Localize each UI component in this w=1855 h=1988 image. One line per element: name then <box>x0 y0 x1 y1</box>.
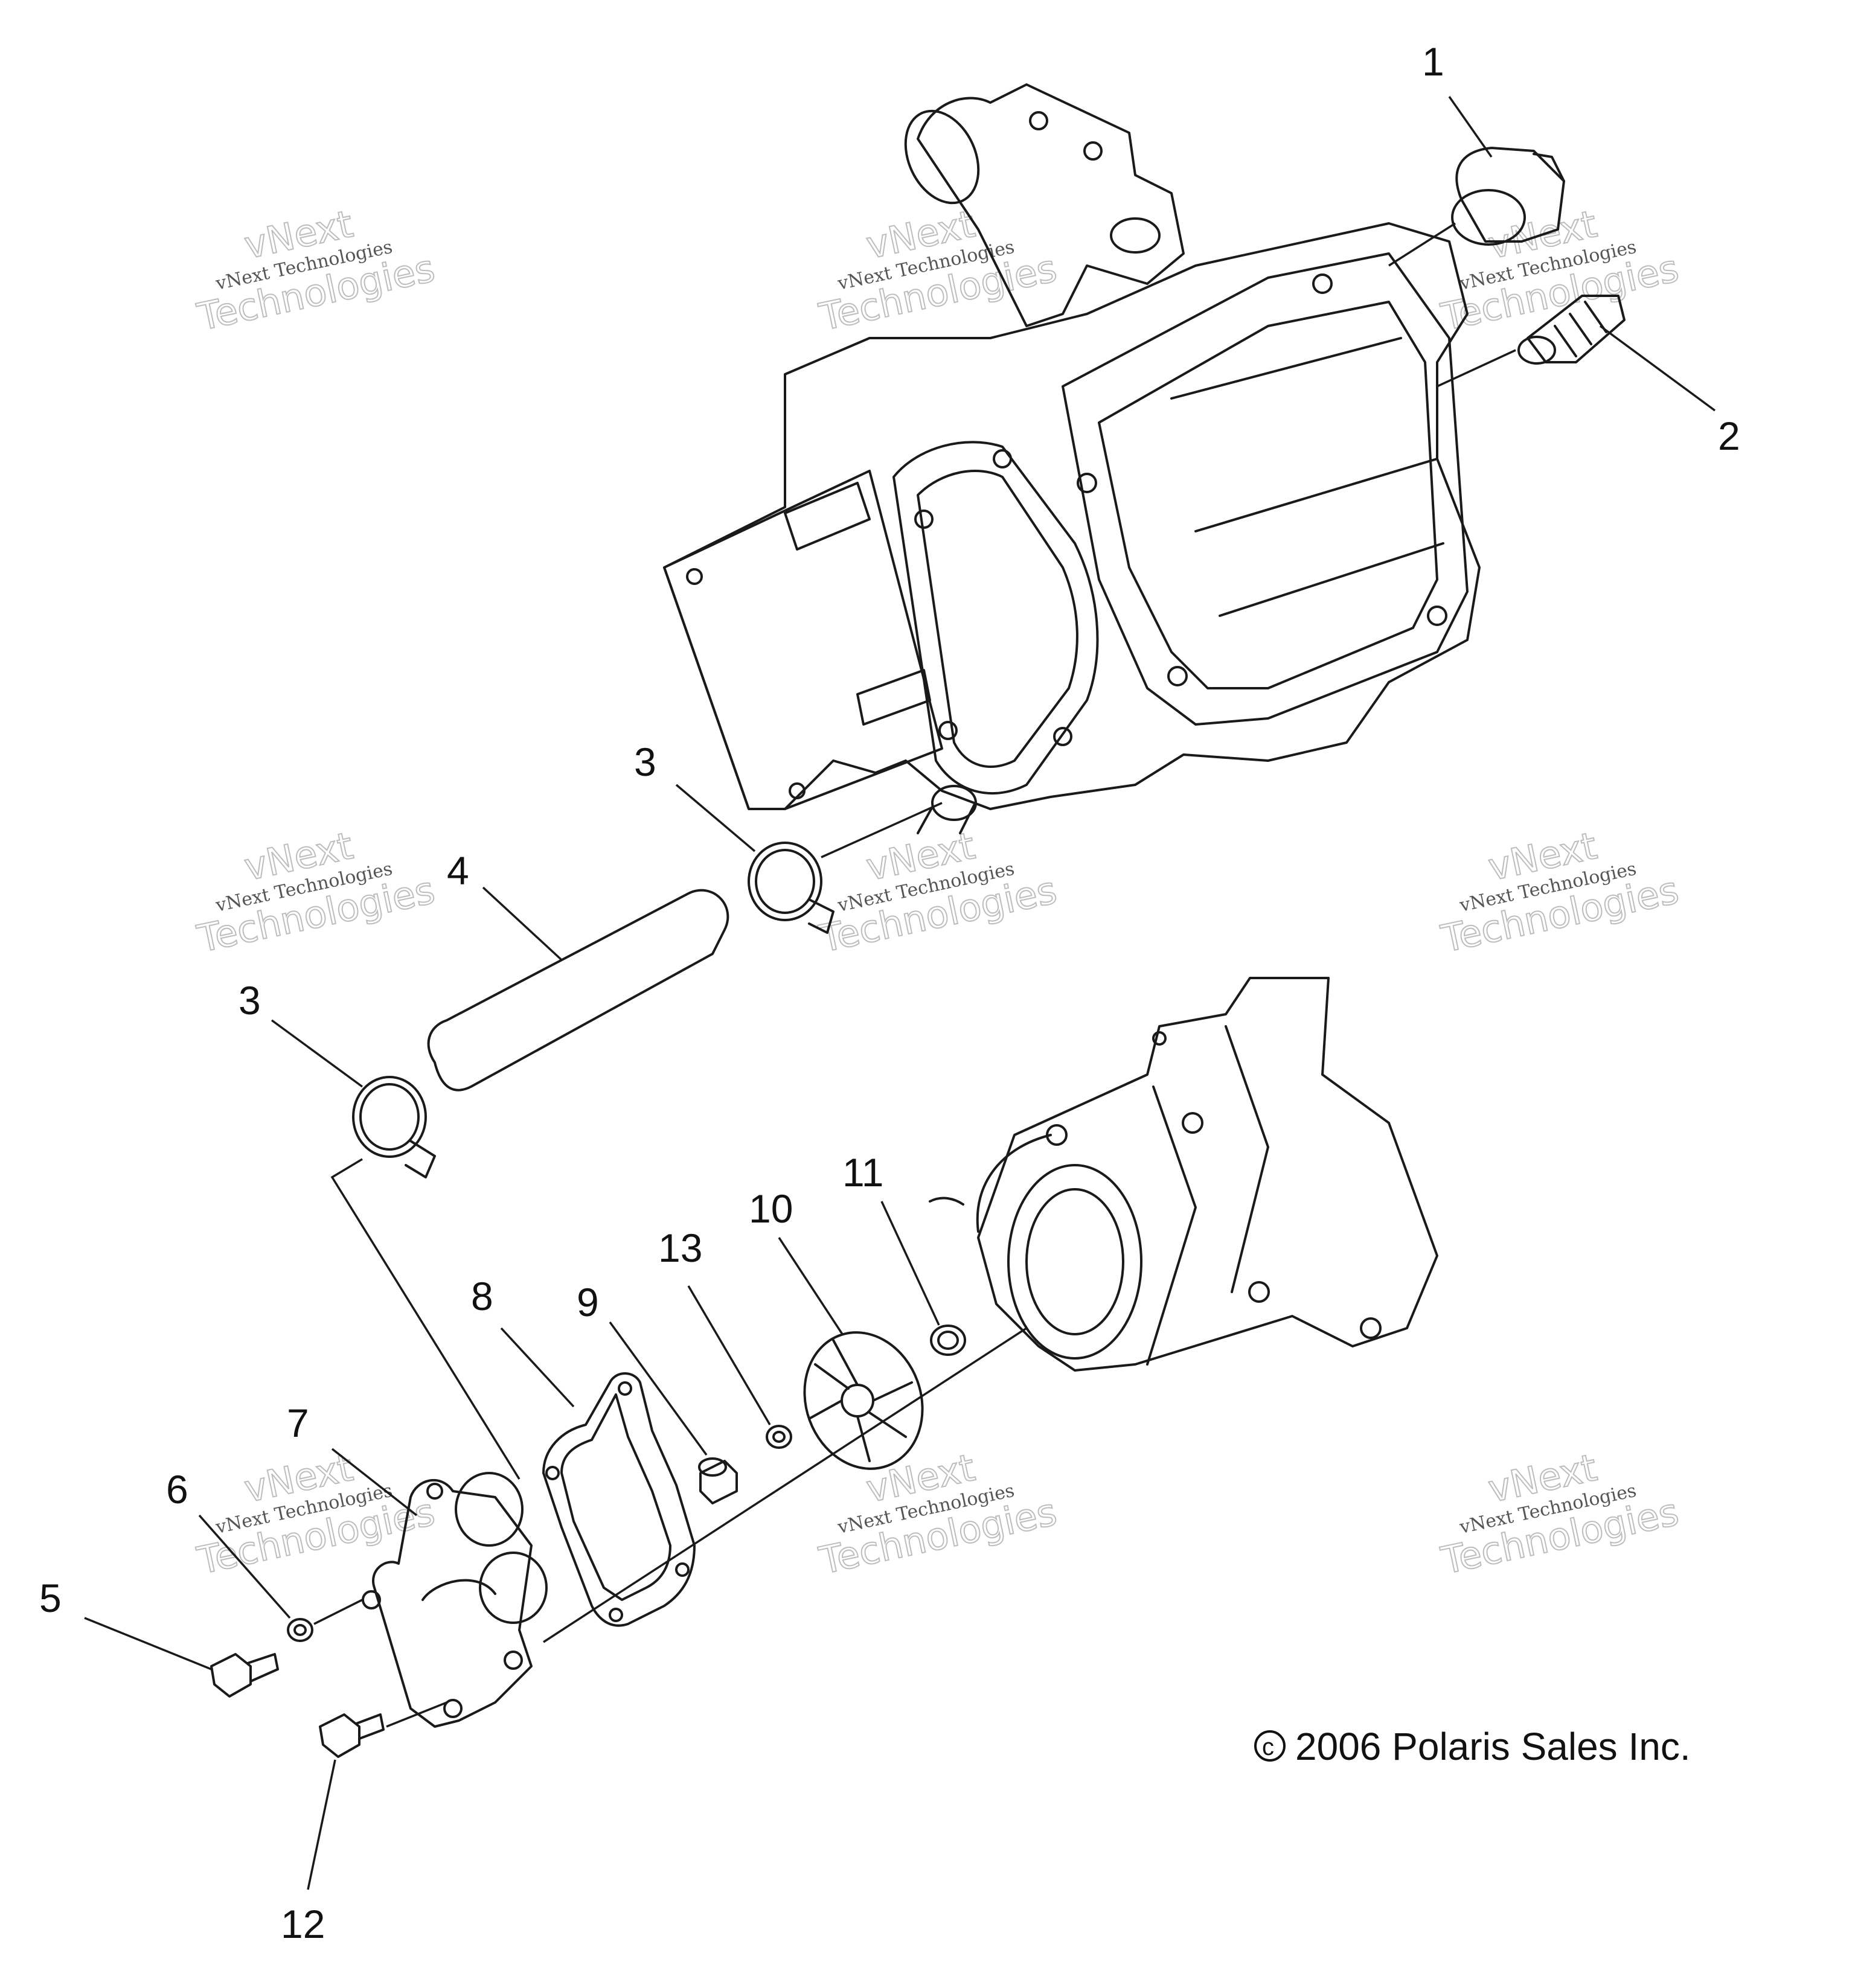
part-1-thermostat <box>1451 147 1565 246</box>
watermark-1: vNext Technologies vNext Technologies <box>193 201 439 340</box>
leader-3b <box>271 1019 364 1088</box>
callout-2: 2 <box>1718 414 1740 458</box>
clamp-3-lower <box>352 1076 436 1178</box>
leader-10 <box>778 1237 844 1335</box>
assembly-axis <box>543 1327 1027 1643</box>
part-10-impeller <box>803 1331 924 1470</box>
part-13-washer <box>766 1425 792 1449</box>
part-12-bolt <box>319 1713 385 1758</box>
cylinder-head-assembly <box>663 83 1481 834</box>
leader-9 <box>609 1321 708 1456</box>
part-8-gasket <box>542 1372 696 1627</box>
leader-5 <box>84 1617 212 1670</box>
callout-11: 11 <box>842 1150 884 1195</box>
leader-2 <box>1599 325 1716 412</box>
part-6-oring <box>287 1618 313 1642</box>
callout-12: 12 <box>281 1902 325 1946</box>
callout-3b: 3 <box>239 978 261 1023</box>
leader-11 <box>880 1201 940 1326</box>
callout-9: 9 <box>577 1280 599 1325</box>
leader-3b-pipe <box>330 1158 521 1480</box>
leader-1-axis <box>1388 222 1456 267</box>
callout-3a: 3 <box>634 740 656 784</box>
watermark-6: vNext Technologies vNext Technologies <box>1437 823 1683 962</box>
copyright-text: 2006 Polaris Sales Inc. <box>1295 1725 1691 1768</box>
callout-5: 5 <box>39 1576 62 1620</box>
part-7-pump-cover <box>362 1472 548 1728</box>
clamp-3-upper <box>748 842 835 934</box>
copyright-symbol: c <box>1262 1734 1274 1760</box>
callout-8: 8 <box>471 1274 493 1318</box>
callout-13: 13 <box>658 1226 702 1270</box>
watermark-4: vNext Technologies vNext Technologies <box>193 823 439 962</box>
part-9-plug <box>698 1457 738 1504</box>
watermark-3: vNext Technologies vNext Technologies <box>1437 201 1683 340</box>
leader-lines <box>84 95 1716 1890</box>
callout-4: 4 <box>447 848 469 893</box>
watermarks: vNext Technologies vNext Technologies vN… <box>193 201 1683 1584</box>
leader-6-axis <box>313 1599 363 1625</box>
leader-13 <box>687 1285 771 1425</box>
leader-1 <box>1448 95 1493 158</box>
callout-7: 7 <box>287 1401 309 1445</box>
copyright-circle-icon <box>1254 1730 1286 1762</box>
leader-3a-axis <box>821 802 943 858</box>
leader-12-axis <box>386 1701 447 1728</box>
part-11-seal <box>930 1325 966 1356</box>
watermark-8: vNext Technologies vNext Technologies <box>815 1445 1061 1584</box>
leader-3a <box>675 784 756 852</box>
leader-4 <box>482 886 563 961</box>
part-4-hose <box>427 889 729 1091</box>
leader-12 <box>307 1759 336 1890</box>
callouts: 1 2 3 4 3 11 10 13 8 9 7 6 5 12 <box>39 39 1740 1946</box>
crankcase <box>929 977 1438 1372</box>
leader-2-axis <box>1437 349 1516 388</box>
copyright-notice: c 2006 Polaris Sales Inc. <box>1254 1725 1691 1768</box>
part-5-bolt <box>210 1653 279 1698</box>
watermark-9: vNext Technologies vNext Technologies <box>1437 1445 1683 1584</box>
callout-1: 1 <box>1422 39 1444 84</box>
leader-8 <box>500 1327 575 1408</box>
callout-6: 6 <box>166 1467 188 1512</box>
leader-6 <box>198 1514 291 1619</box>
callout-10: 10 <box>749 1186 793 1231</box>
watermark-5: vNext Technologies vNext Technologies <box>815 823 1061 962</box>
leader-7 <box>331 1448 418 1517</box>
